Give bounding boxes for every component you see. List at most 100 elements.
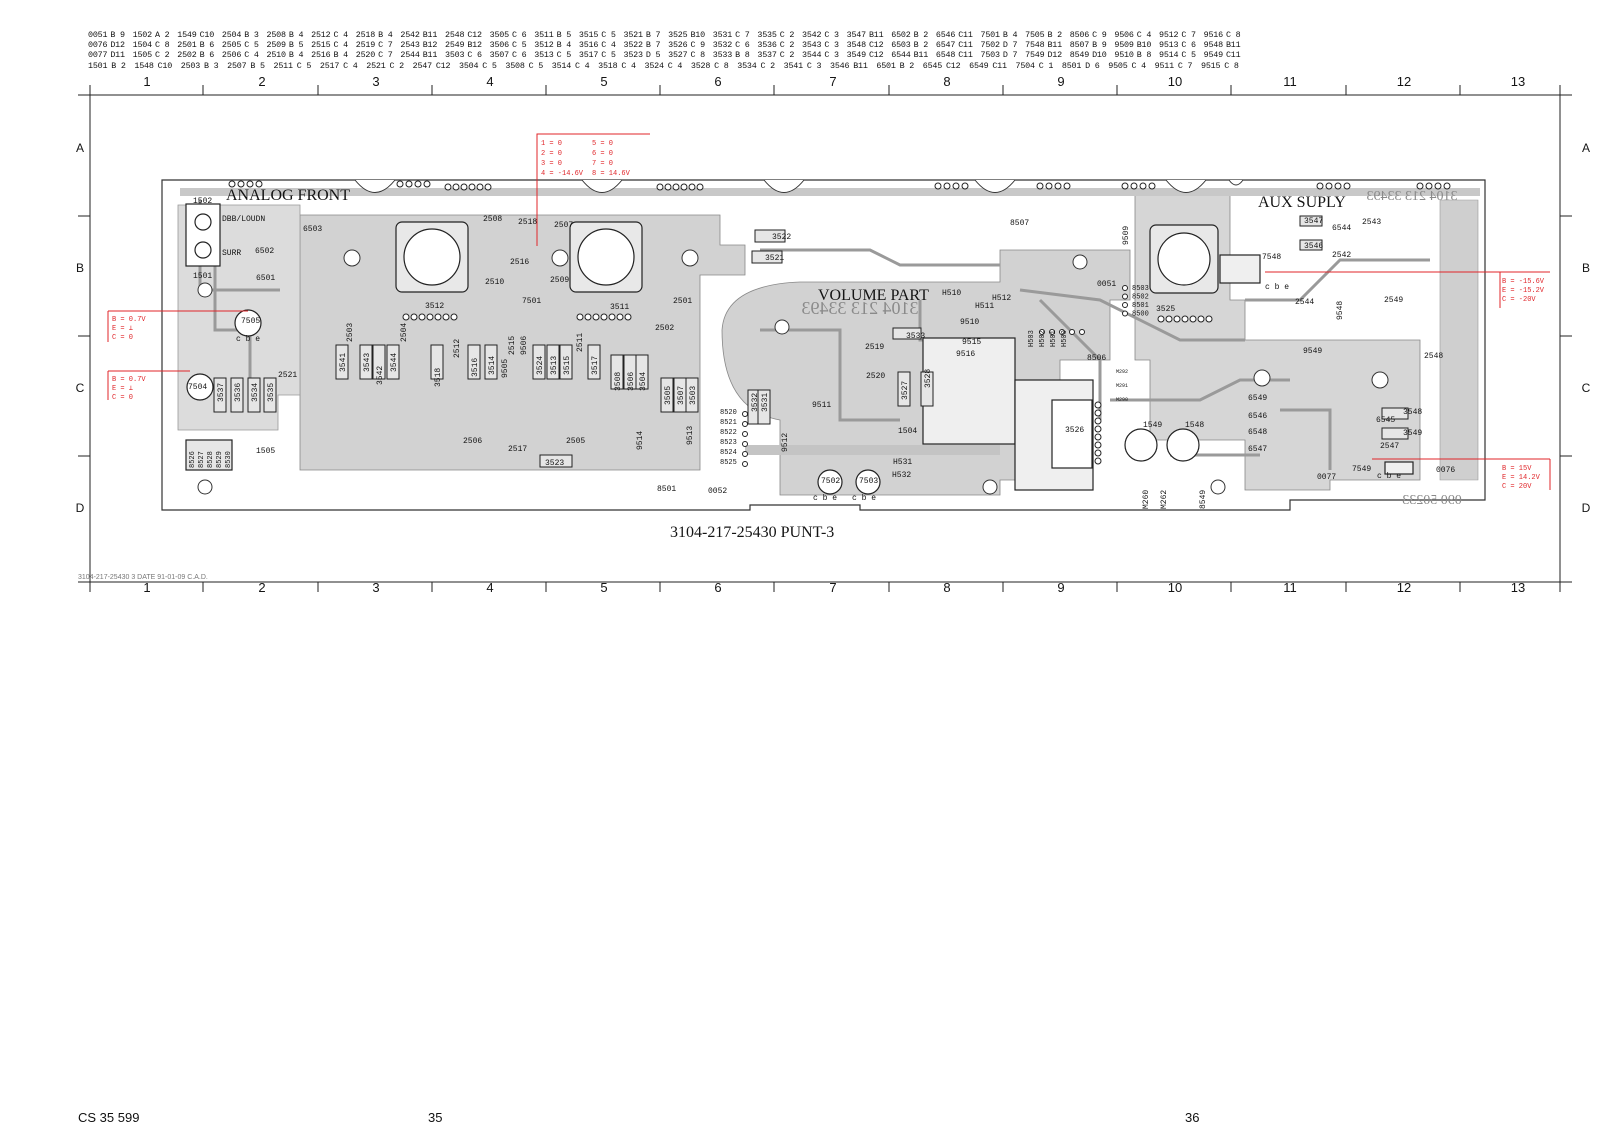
locator-cell: B 8 bbox=[735, 50, 750, 61]
locator-cell: 2516 bbox=[311, 50, 331, 61]
component-ref: H511 bbox=[975, 302, 994, 311]
locator-cell: 2521 bbox=[366, 60, 386, 71]
pad bbox=[624, 313, 632, 321]
locator-cell: 6546 bbox=[935, 30, 956, 40]
voltage-annotation: 1 = 0 bbox=[541, 140, 562, 148]
locator-cell: C 4 bbox=[244, 50, 259, 61]
footer-doc-code: CS 35 599 bbox=[78, 1110, 140, 1125]
locator-cell: B 5 bbox=[556, 30, 572, 40]
locator-cell: B 4 bbox=[1002, 30, 1018, 40]
locator-cell: C10 bbox=[157, 60, 173, 71]
locator-cell: D 7 bbox=[1002, 50, 1018, 61]
locator-cell: 6548 bbox=[935, 50, 956, 61]
transistor-pin-label: c b e bbox=[852, 494, 876, 503]
locator-cell: C 5 bbox=[601, 30, 616, 40]
component-ref: 3528 bbox=[924, 369, 933, 388]
locator-cell: 3518 bbox=[598, 60, 618, 71]
locator-cell: B 2 bbox=[111, 60, 126, 71]
locator-cell: B 3 bbox=[244, 30, 259, 40]
resistor bbox=[467, 344, 481, 380]
locator-cell: C11 bbox=[958, 50, 973, 61]
voltage-annotation: 2 = 0 bbox=[541, 150, 562, 158]
component-ref: 3504 bbox=[639, 372, 648, 391]
component-ref: 3508 bbox=[614, 372, 623, 391]
ic-packages bbox=[922, 254, 1414, 491]
locator-cell: C 4 bbox=[667, 60, 683, 71]
locator-cell: 2517 bbox=[319, 60, 340, 71]
locator-cell: 3506 bbox=[489, 40, 510, 51]
locator-cell: B10 bbox=[1136, 40, 1152, 51]
pad bbox=[414, 180, 422, 188]
locator-cell: B 5 bbox=[288, 40, 304, 51]
component-ref: 3525 bbox=[1156, 305, 1175, 314]
pad bbox=[1173, 315, 1181, 323]
locator-cell: 3515 bbox=[578, 30, 599, 40]
component-ref: 7504 bbox=[188, 383, 207, 392]
locator-cell: 3505 bbox=[489, 30, 510, 40]
locator-cell: D11 bbox=[110, 50, 125, 61]
locator-cell: B 2 bbox=[899, 60, 915, 71]
connector-pin-label: 8502 bbox=[1132, 294, 1149, 302]
pad bbox=[1069, 329, 1075, 335]
pad bbox=[934, 182, 942, 190]
locator-cell: B 4 bbox=[556, 40, 572, 51]
pad bbox=[1036, 182, 1044, 190]
component-ref: 1504 bbox=[898, 427, 917, 436]
locator-cell: C 9 bbox=[690, 40, 705, 51]
grid-column-label: 10 bbox=[1168, 580, 1182, 595]
component-ref: H531 bbox=[893, 458, 912, 467]
grid-column-label: 12 bbox=[1397, 74, 1411, 89]
locator-cell: C 7 bbox=[378, 50, 393, 61]
voltage-annotation: B = 0.7V bbox=[112, 376, 146, 384]
component-ref: 6549 bbox=[1248, 394, 1267, 403]
component-ref: 3532 bbox=[751, 393, 760, 412]
component-ref: 6502 bbox=[255, 247, 274, 256]
grid-row-label: C bbox=[1582, 381, 1591, 395]
component-ref: 3547 bbox=[1304, 217, 1323, 226]
voltage-annotation: C = 0 bbox=[112, 394, 133, 402]
resistor bbox=[754, 229, 786, 243]
resistor bbox=[587, 344, 601, 380]
connector-pin-label: 8525 bbox=[720, 459, 737, 467]
locator-cell: 2507 bbox=[227, 60, 247, 71]
resistor bbox=[1381, 407, 1409, 420]
locator-cell: 8549 bbox=[1069, 50, 1090, 61]
locator-cell: 2505 bbox=[221, 40, 242, 51]
resistor bbox=[660, 377, 674, 413]
pad bbox=[476, 183, 484, 191]
pad bbox=[1197, 315, 1205, 323]
resistor bbox=[430, 344, 444, 380]
locator-cell: 9511 bbox=[1154, 60, 1175, 71]
pad bbox=[1157, 315, 1165, 323]
pin-label: 8526 bbox=[189, 451, 197, 468]
component-ref: 3524 bbox=[536, 356, 545, 375]
component-ref: 9515 bbox=[962, 338, 981, 347]
locator-cell: 2544 bbox=[400, 50, 420, 61]
board-id-label: 3104-217-25430 PUNT-3 bbox=[670, 524, 834, 541]
pad bbox=[1165, 315, 1173, 323]
connector-pin-label: 8522 bbox=[720, 429, 737, 437]
locator-cell: B 4 bbox=[333, 50, 348, 61]
pad bbox=[1130, 182, 1138, 190]
pad bbox=[450, 313, 458, 321]
component-ref: 2517 bbox=[508, 445, 527, 454]
locator-cell: C 1 bbox=[1038, 60, 1054, 71]
locator-cell: B12 bbox=[467, 40, 482, 51]
voltage-annotation: E = ⊥ bbox=[112, 325, 133, 333]
pin-label: 8528 bbox=[207, 451, 215, 468]
locator-cell: C12 bbox=[435, 60, 451, 71]
locator-cell: 9510 bbox=[1114, 50, 1134, 61]
grid-column-label: 12 bbox=[1397, 580, 1411, 595]
locator-cell: C 2 bbox=[154, 50, 170, 61]
component-ref: 3543 bbox=[363, 353, 372, 372]
locator-cell: C 6 bbox=[467, 50, 482, 61]
component-ref: 9512 bbox=[781, 433, 790, 452]
locator-cell: 3544 bbox=[802, 50, 822, 61]
pcb-board bbox=[161, 179, 1486, 511]
component-ref: 9509 bbox=[1122, 226, 1131, 245]
grid-column-label: 10 bbox=[1168, 74, 1182, 89]
locator-cell: 3541 bbox=[783, 60, 804, 71]
component-ref: 7548 bbox=[1262, 253, 1281, 262]
